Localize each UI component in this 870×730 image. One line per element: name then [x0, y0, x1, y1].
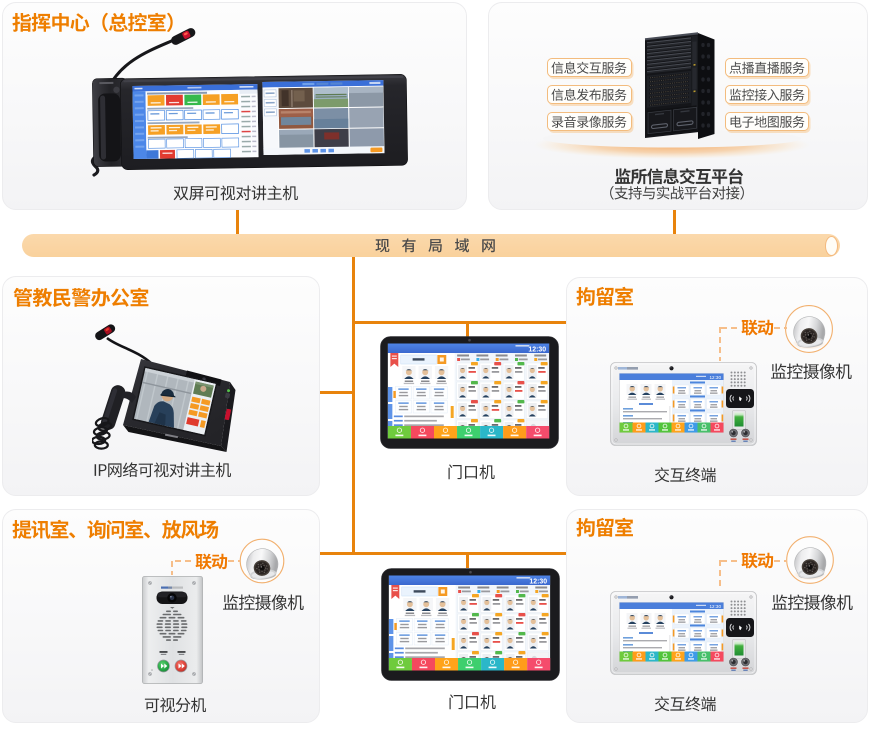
svg-text:12:30: 12:30	[710, 604, 722, 609]
svg-text:12:30: 12:30	[529, 578, 547, 585]
svg-text:12:30: 12:30	[528, 346, 546, 353]
svg-text:12:30: 12:30	[710, 375, 722, 380]
